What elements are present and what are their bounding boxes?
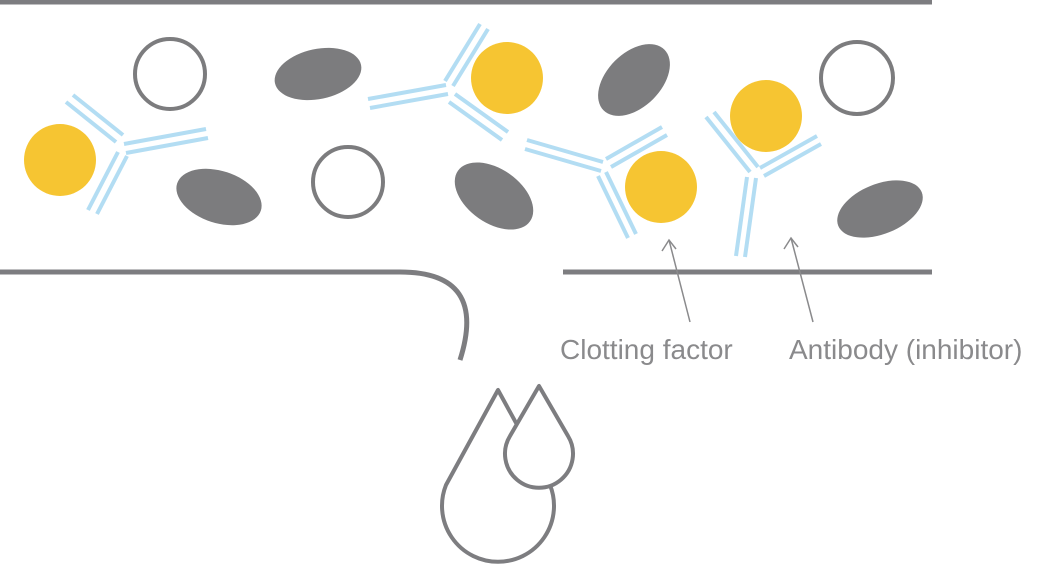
- red-blood-cells: [169, 31, 931, 250]
- clotting-factor-label: Clotting factor: [560, 334, 733, 365]
- blood-drop-small: [505, 386, 573, 488]
- white-blood-cell: [313, 147, 383, 217]
- clotting-factor: [625, 151, 697, 223]
- white-blood-cell: [135, 39, 205, 109]
- red-blood-cell: [169, 159, 269, 236]
- clotting-factors: [24, 42, 802, 223]
- white-blood-cell: [821, 42, 893, 114]
- clotting-factor: [730, 80, 802, 152]
- antibody-label: Antibody (inhibitor): [789, 334, 1022, 365]
- antibodies: [66, 24, 821, 257]
- clotting-factor: [24, 124, 96, 196]
- red-blood-cell: [829, 169, 931, 249]
- antibody-pointer: [791, 238, 813, 322]
- vessel-bottom-wall-left: [0, 272, 467, 360]
- blood-drops: [442, 386, 573, 562]
- red-blood-cell: [442, 149, 545, 244]
- red-blood-cell: [270, 40, 366, 107]
- clotting-factor-pointer: [669, 240, 690, 322]
- clotting-factor: [471, 42, 543, 114]
- red-blood-cell: [585, 31, 684, 130]
